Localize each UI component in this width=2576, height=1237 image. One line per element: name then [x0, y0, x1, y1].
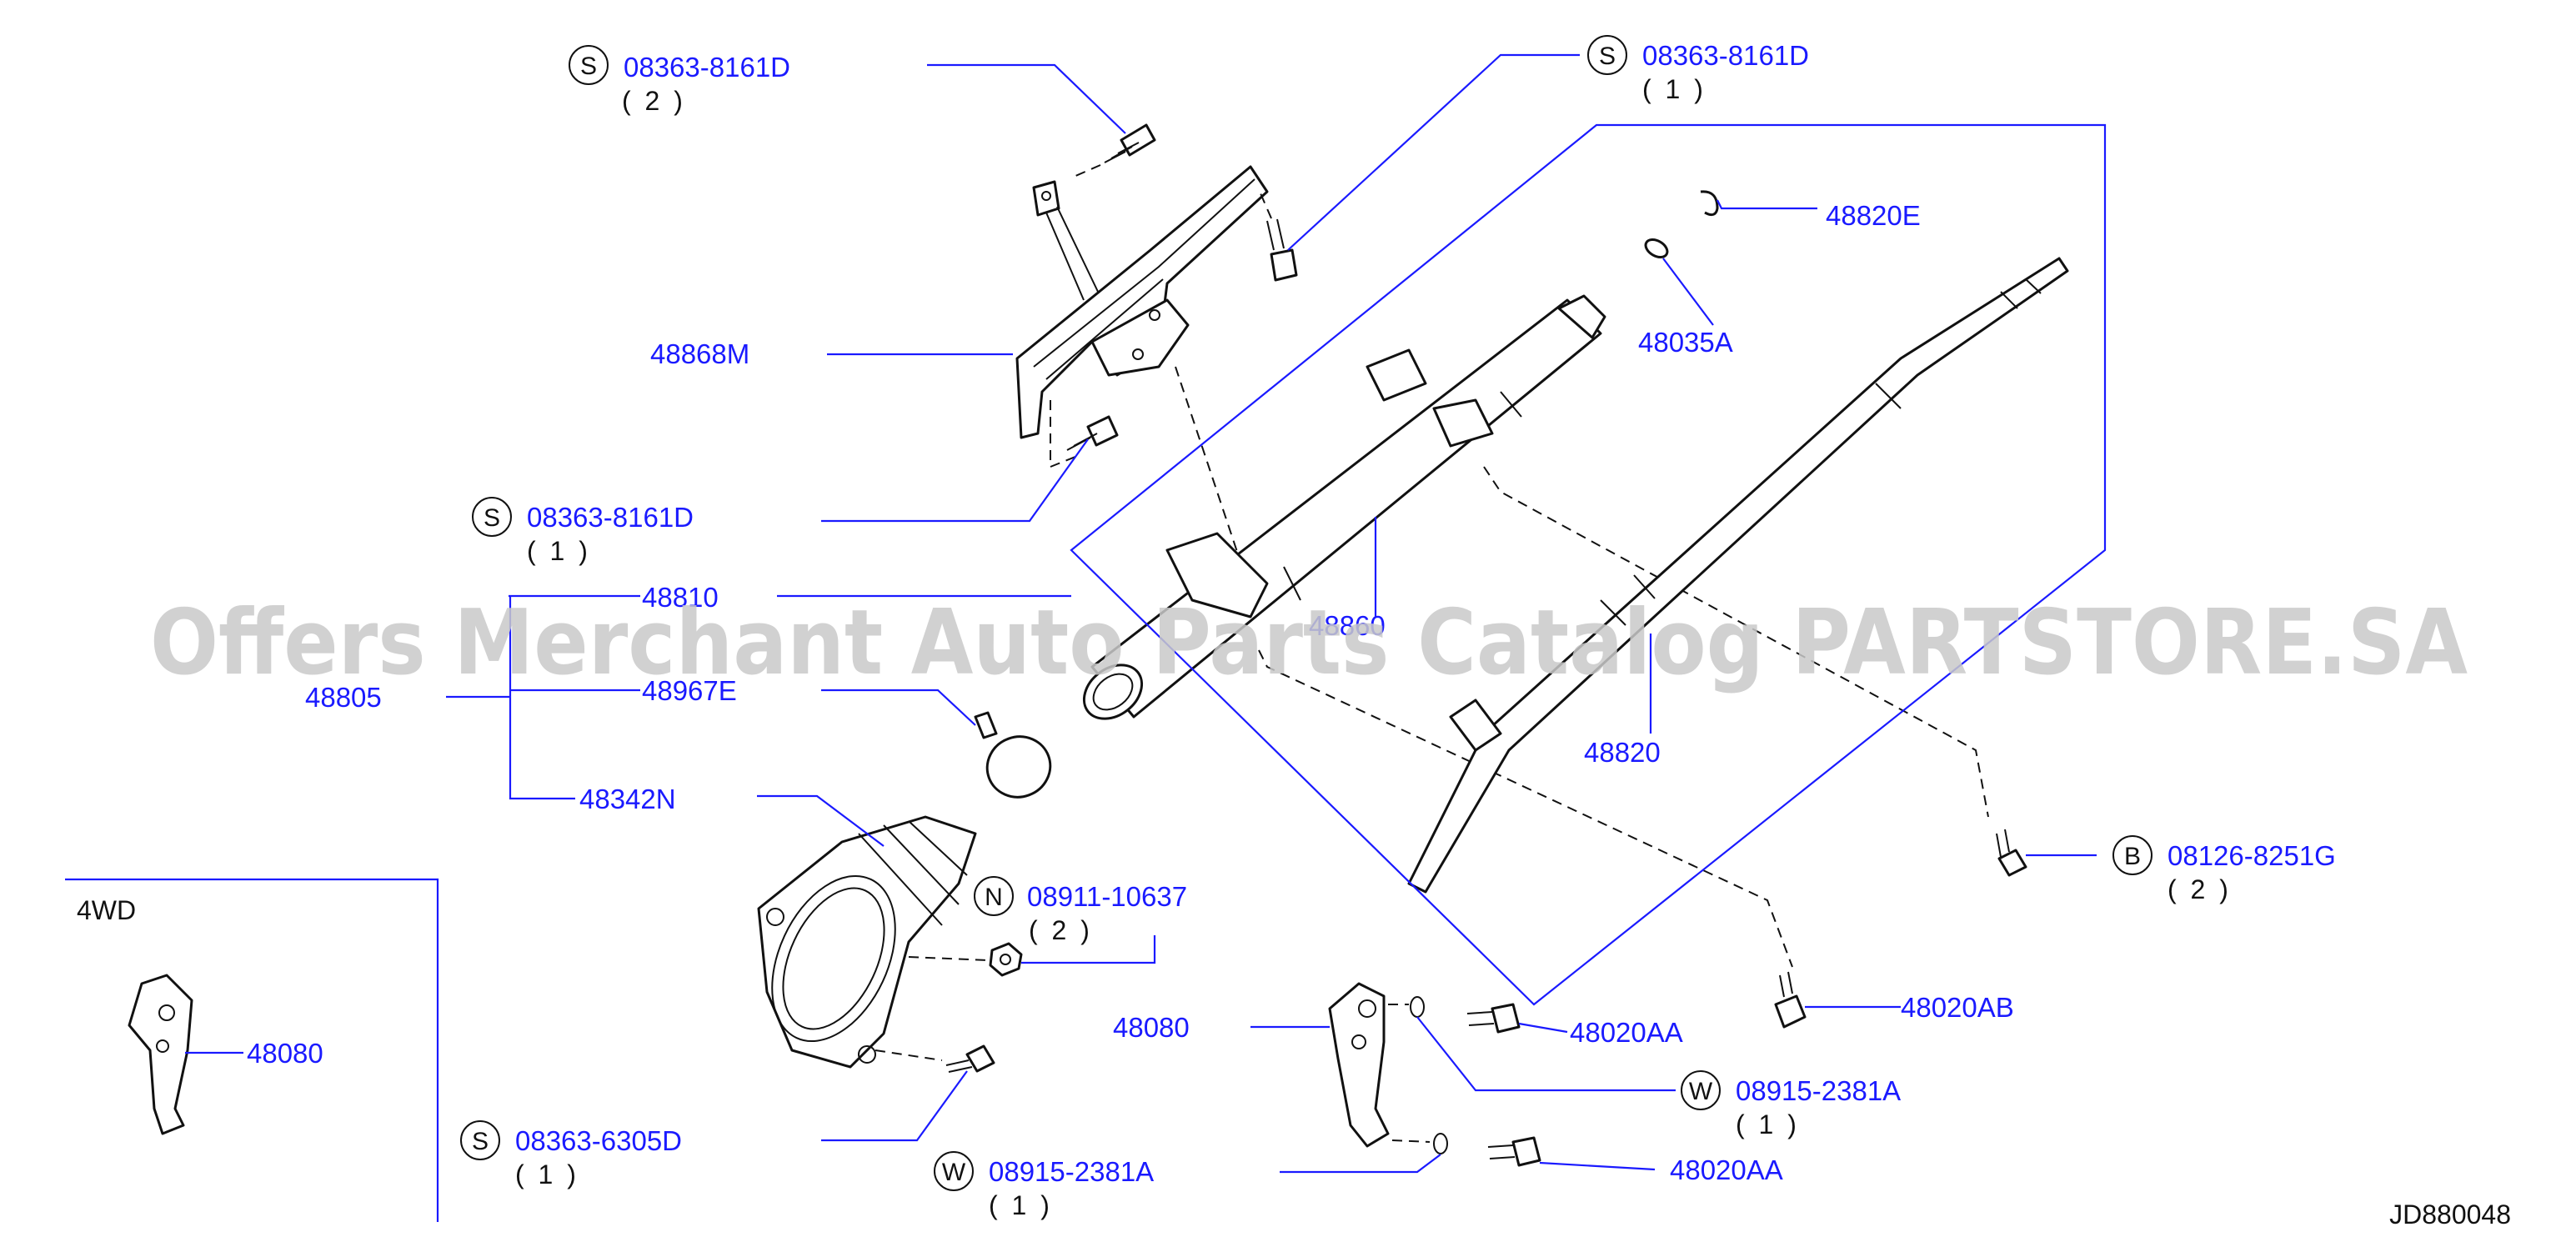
washer-48035a — [1644, 238, 1669, 258]
clip-48820e — [1700, 190, 1719, 217]
diagram-code: JD880048 — [2389, 1199, 2511, 1229]
inset-title-4wd: 4WD — [77, 895, 136, 925]
bracket-48868m — [1015, 165, 1269, 568]
svg-text:S: S — [580, 53, 597, 80]
prefix-circle-s6: S — [472, 497, 512, 537]
qty-08363-8161d-a: ( 2 ) — [622, 86, 686, 116]
inset-4wd-frame — [65, 878, 439, 1222]
label-48080-main[interactable]: 48080 — [1113, 1012, 1190, 1043]
label-48820[interactable]: 48820 — [1584, 737, 1661, 768]
bolt-top-left — [1073, 123, 1156, 178]
joint-48080-main — [1328, 982, 1448, 1154]
bolt-48020aa-lower — [1487, 1136, 1541, 1167]
svg-text:W: W — [1689, 1078, 1713, 1105]
prefix-circle-s2: S — [1587, 35, 1627, 75]
label-48020ab[interactable]: 48020AB — [1901, 992, 2014, 1023]
label-48035a[interactable]: 48035A — [1638, 327, 1733, 358]
clamp-48967e — [974, 711, 1052, 799]
boot-48342n — [757, 815, 989, 1069]
qty-08915-2381a-b: ( 1 ) — [989, 1190, 1053, 1220]
label-48020aa-lower[interactable]: 48020AA — [1670, 1154, 1783, 1185]
label-08363-8161d-b[interactable]: 08363-8161D — [1642, 40, 1809, 71]
label-48820e[interactable]: 48820E — [1826, 200, 1921, 231]
column-assembly-frame — [1070, 123, 2107, 1006]
bolt-top-right — [1260, 193, 1298, 282]
label-08126-8251g[interactable]: 08126-8251G — [2168, 840, 2336, 871]
svg-text:W: W — [942, 1159, 966, 1186]
svg-text:S: S — [484, 504, 500, 532]
svg-text:N: N — [985, 884, 1003, 911]
label-08363-8161d-c[interactable]: 08363-8161D — [527, 502, 694, 533]
joint-48080-4wd — [128, 974, 193, 1135]
label-48805[interactable]: 48805 — [305, 682, 382, 713]
bolt-48020aa-upper — [1466, 1003, 1521, 1034]
qty-08363-6305d: ( 1 ) — [515, 1159, 579, 1189]
qty-08915-2381a-a: ( 1 ) — [1736, 1109, 1800, 1139]
label-48020aa-upper[interactable]: 48020AA — [1570, 1017, 1683, 1048]
prefix-circle-b13: B — [2112, 835, 2153, 875]
label-08915-2381a-b[interactable]: 08915-2381A — [989, 1156, 1154, 1187]
watermark-text: Offers Merchant Auto Parts Catalog PARTS… — [150, 591, 2468, 695]
label-08363-6305d[interactable]: 08363-6305D — [515, 1125, 682, 1156]
prefix-circle-w20: W — [934, 1151, 974, 1191]
bolt-08126-8251g — [1996, 829, 2027, 877]
qty-08363-8161d-c: ( 1 ) — [527, 536, 591, 566]
svg-text:B: B — [2124, 843, 2141, 870]
bolt-mid-left — [1066, 415, 1119, 451]
qty-08126-8251g: ( 2 ) — [2168, 874, 2232, 904]
nut-08911-10637 — [989, 942, 1023, 977]
svg-text:S: S — [472, 1128, 489, 1155]
label-48080-4wd[interactable]: 48080 — [247, 1038, 323, 1069]
label-08363-8161d-a[interactable]: 08363-8161D — [624, 52, 790, 83]
prefix-circle-n14: N — [974, 876, 1014, 916]
svg-text:S: S — [1599, 43, 1616, 70]
label-08911-10637[interactable]: 08911-10637 — [1027, 881, 1187, 912]
column-jacket-48860 — [1082, 294, 1989, 968]
label-48967e[interactable]: 48967E — [642, 675, 737, 706]
prefix-circle-w18: W — [1681, 1070, 1721, 1110]
leader-lines — [185, 53, 2097, 1174]
prefix-circle-s1: S — [569, 45, 609, 85]
prefix-circle-s19: S — [460, 1120, 500, 1160]
bolt-48020ab — [1774, 971, 1807, 1029]
label-48810[interactable]: 48810 — [642, 582, 719, 613]
label-48342n[interactable]: 48342N — [579, 784, 676, 814]
bolt-08363-6305d — [945, 1044, 995, 1073]
label-48868m[interactable]: 48868M — [650, 338, 749, 369]
label-48860[interactable]: 48860 — [1309, 610, 1386, 641]
qty-08363-8161d-b: ( 1 ) — [1642, 74, 1706, 104]
label-08915-2381a-a[interactable]: 08915-2381A — [1736, 1075, 1901, 1106]
qty-08911-10637: ( 2 ) — [1029, 915, 1093, 945]
steering-shaft-48820 — [1407, 257, 2069, 894]
